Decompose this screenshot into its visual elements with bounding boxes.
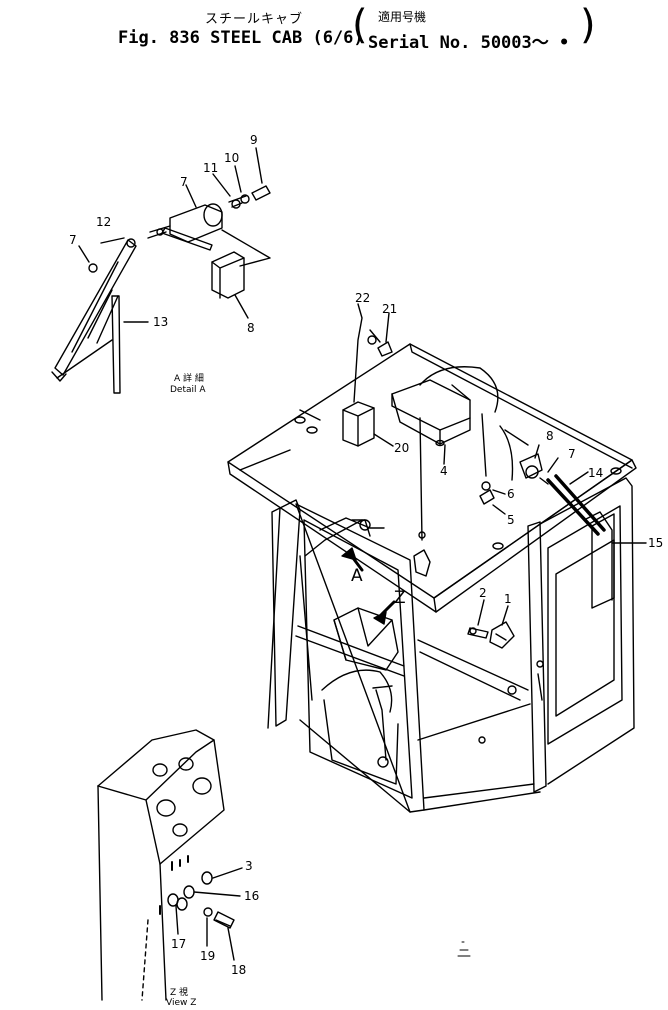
- part-label-3: 3: [245, 859, 253, 873]
- part-label-2: 2: [479, 586, 487, 600]
- part-label-8-bracket: 8: [247, 321, 255, 335]
- title-japanese: スチールキャブ: [205, 12, 304, 27]
- figure-title: Fig. 836 STEEL CAB (6/6): [118, 28, 364, 48]
- part-label-22: 22: [355, 291, 371, 305]
- part-label-21: 21: [382, 302, 398, 316]
- part-label-16: 16: [244, 889, 260, 903]
- part-label-15: 15: [648, 536, 664, 550]
- part-label-7-bolt: 7: [69, 233, 77, 247]
- view-z-caption: View Z: [166, 998, 197, 1008]
- serial-number: Serial No. 50003～ •: [368, 33, 570, 53]
- part-label-7-lamp: 7: [568, 447, 576, 461]
- part-label-9: 9: [250, 133, 258, 147]
- open-paren: (: [352, 2, 368, 48]
- part-label-18: 18: [231, 963, 247, 977]
- part-label-12: 12: [96, 215, 112, 229]
- part-label-5: 5: [507, 513, 515, 527]
- part-label-6: 6: [507, 487, 515, 501]
- close-paren: ): [580, 2, 596, 48]
- part-label-10: 10: [224, 151, 240, 165]
- view-marker-z: Z: [394, 588, 406, 608]
- part-label-4: 4: [440, 464, 448, 478]
- part-label-1: 1: [504, 592, 512, 606]
- part-label-14: 14: [588, 466, 604, 480]
- view-marker-a: A: [351, 566, 363, 586]
- part-label-20: 20: [394, 441, 410, 455]
- wiper-detail-a: [51, 147, 271, 394]
- part-label-7-motor: 7: [180, 175, 188, 189]
- detail-a-caption: Detail A: [170, 385, 206, 395]
- part-label-13: 13: [153, 315, 169, 329]
- console-view-z: [97, 729, 243, 1001]
- note-marks: [457, 941, 471, 957]
- serial-label-japanese: 適用号機: [378, 10, 427, 24]
- part-label-8-lamp: 8: [546, 429, 554, 443]
- part-label-19: 19: [200, 949, 216, 963]
- part-label-11: 11: [203, 161, 219, 175]
- cab-body: [227, 303, 647, 813]
- view-z-caption-jp: Z 視: [170, 988, 189, 998]
- part-label-17: 17: [171, 937, 187, 951]
- detail-a-caption-jp: A 詳 細: [174, 374, 204, 384]
